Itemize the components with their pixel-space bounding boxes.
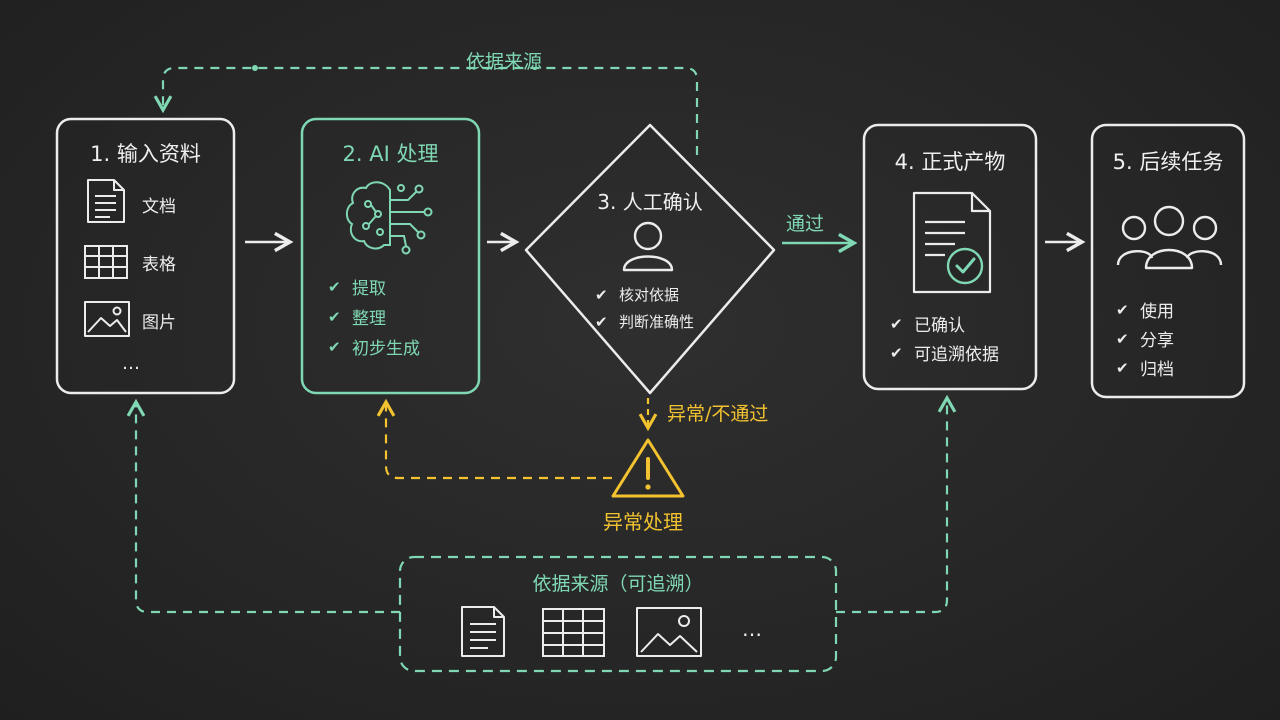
step-3-diamond[interactable] bbox=[524, 123, 776, 395]
step-3-item-accuracy: ✔ 判断准确性 bbox=[595, 311, 694, 332]
step-5-item-use: ✔ 使用 bbox=[1116, 297, 1174, 323]
top-loop-dot bbox=[252, 65, 258, 71]
step-1-item-document: 文档 bbox=[142, 197, 176, 217]
source-panel-title: 依据来源（可追溯） bbox=[532, 573, 704, 595]
person-icon bbox=[622, 221, 674, 272]
step-4-item-label: 已确认 bbox=[914, 316, 965, 336]
step-1-more: … bbox=[122, 353, 142, 374]
step-4-item-confirmed: ✔ 已确认 bbox=[890, 311, 965, 337]
step-1-item-image: 图片 bbox=[142, 313, 176, 333]
pass-label: 通过 bbox=[786, 213, 825, 235]
check-icon: ✔ bbox=[890, 343, 903, 362]
source-panel bbox=[398, 555, 838, 673]
step-3-title: 3. 人工确认 bbox=[597, 190, 703, 214]
check-icon: ✔ bbox=[595, 312, 608, 331]
approved-document-icon bbox=[912, 191, 992, 294]
step-4-title: 4. 正式产物 bbox=[894, 150, 1006, 174]
source-table-icon bbox=[542, 608, 605, 657]
check-icon: ✔ bbox=[1116, 329, 1129, 348]
step-4-box[interactable] bbox=[862, 123, 1038, 391]
step-3-item-verify: ✔ 核对依据 bbox=[595, 284, 679, 305]
step-5-item-label: 归档 bbox=[1140, 360, 1174, 380]
image-icon bbox=[84, 301, 130, 337]
step-2-box[interactable] bbox=[300, 117, 481, 395]
team-icon bbox=[1116, 205, 1223, 270]
check-icon: ✔ bbox=[328, 277, 341, 296]
warning-icon bbox=[611, 438, 685, 498]
source-link-right bbox=[836, 394, 957, 614]
ai-brain-icon bbox=[345, 181, 433, 255]
step-5-item-label: 分享 bbox=[1140, 331, 1174, 351]
check-icon: ✔ bbox=[595, 285, 608, 304]
source-document-icon bbox=[461, 606, 505, 657]
step-5-item-share: ✔ 分享 bbox=[1116, 326, 1174, 352]
step-2-item-generate: ✔ 初步生成 bbox=[328, 334, 420, 360]
check-icon: ✔ bbox=[328, 337, 341, 356]
table-icon bbox=[84, 245, 128, 279]
check-icon: ✔ bbox=[890, 314, 903, 333]
step-5-item-label: 使用 bbox=[1140, 302, 1174, 322]
step-5-item-archive: ✔ 归档 bbox=[1116, 355, 1174, 381]
exception-return-line bbox=[376, 398, 612, 480]
step-3-item-label: 核对依据 bbox=[619, 286, 680, 304]
step-2-item-extract: ✔ 提取 bbox=[328, 274, 386, 300]
source-panel-more: … bbox=[742, 617, 765, 641]
step-2-title: 2. AI 处理 bbox=[342, 142, 439, 166]
fail-label: 异常/不通过 bbox=[667, 403, 769, 425]
checkmark-badge-icon bbox=[946, 247, 984, 285]
step-3-item-label: 判断准确性 bbox=[619, 313, 695, 331]
step-1-item-table: 表格 bbox=[142, 255, 176, 275]
document-icon bbox=[87, 179, 125, 223]
exception-label: 异常处理 bbox=[603, 510, 683, 534]
check-icon: ✔ bbox=[1116, 300, 1129, 319]
check-icon: ✔ bbox=[1116, 358, 1129, 377]
source-link-left bbox=[126, 398, 400, 614]
check-icon: ✔ bbox=[328, 307, 341, 326]
step-1-box[interactable] bbox=[55, 117, 236, 395]
step-4-item-label: 可追溯依据 bbox=[914, 345, 999, 365]
step-2-item-organize: ✔ 整理 bbox=[328, 304, 386, 330]
top-loop-label: 依据来源 bbox=[466, 51, 543, 73]
source-image-icon bbox=[636, 607, 702, 657]
step-2-item-label: 初步生成 bbox=[352, 339, 420, 359]
step-2-item-label: 整理 bbox=[352, 309, 386, 329]
step-4-item-traceable: ✔ 可追溯依据 bbox=[890, 340, 999, 366]
step-1-title: 1. 输入资料 bbox=[90, 142, 201, 166]
step-2-item-label: 提取 bbox=[352, 279, 386, 299]
step-5-title: 5. 后续任务 bbox=[1112, 150, 1224, 174]
step-5-box[interactable] bbox=[1090, 123, 1246, 399]
